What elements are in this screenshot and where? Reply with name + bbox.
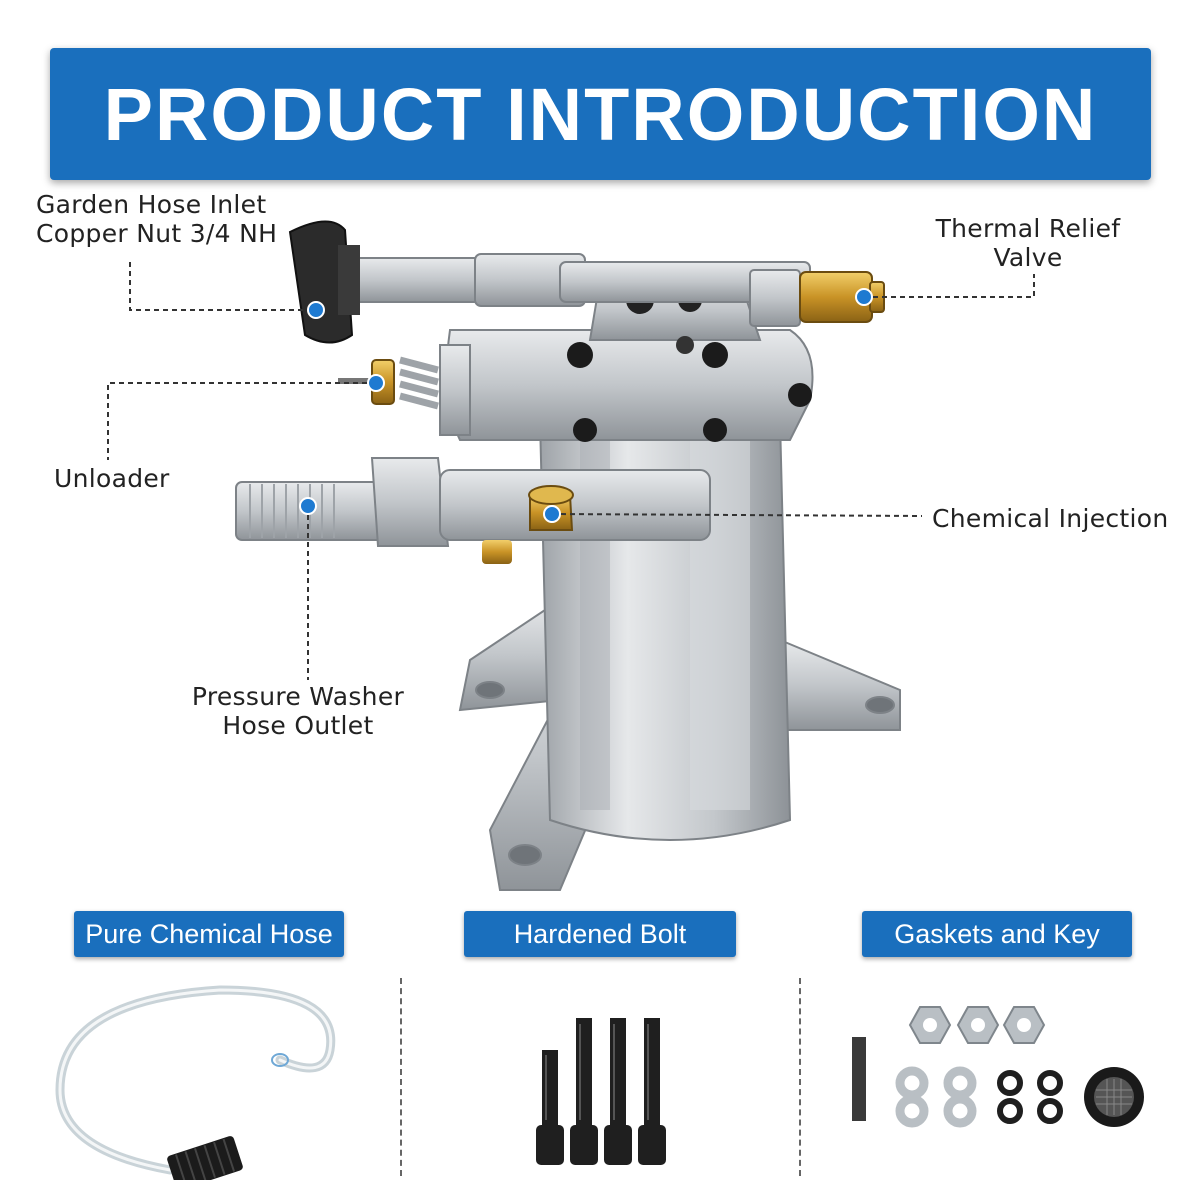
- marker-thermal-valve: [855, 288, 873, 306]
- callout-line: Hose Outlet: [222, 711, 374, 740]
- accessory-divider: [799, 978, 801, 1176]
- callout-chemical-injection: Chemical Injection: [932, 504, 1169, 533]
- callout-unloader: Unloader: [54, 464, 170, 493]
- gaskets-key-icon: [852, 1006, 1144, 1128]
- leader-thermal-valve: [864, 274, 1035, 298]
- callout-line: Valve: [993, 243, 1063, 272]
- callout-line: Pressure Washer: [191, 682, 405, 711]
- bolt-set-icon: [536, 1018, 666, 1165]
- callout-garden-hose-inlet: Garden Hose Inlet Copper Nut 3/4 NH: [36, 190, 277, 248]
- leader-chemical-injection: [551, 513, 923, 517]
- accessory-tag-chemical-hose: Pure Chemical Hose: [74, 911, 344, 957]
- callout-thermal-relief-valve: Thermal Relief Valve: [928, 214, 1128, 272]
- banner-title: PRODUCT INTRODUCTION: [103, 72, 1098, 156]
- accessory-tag-hardened-bolt: Hardened Bolt: [464, 911, 736, 957]
- marker-chemical-injection: [543, 505, 561, 523]
- leader-garden-hose: [129, 262, 316, 311]
- leader-unloader: [107, 382, 376, 460]
- outlet-pipe: [235, 457, 711, 564]
- marker-unloader: [367, 374, 385, 392]
- accessory-tag-gaskets-key: Gaskets and Key: [862, 911, 1132, 957]
- callout-line: Garden Hose Inlet: [36, 190, 267, 219]
- marker-garden-hose: [307, 301, 325, 319]
- accessory-divider: [400, 978, 402, 1176]
- header-banner: PRODUCT INTRODUCTION: [50, 48, 1151, 180]
- marker-outlet: [299, 497, 317, 515]
- inlet-knob: [288, 220, 360, 344]
- callout-line: Thermal Relief: [935, 214, 1121, 243]
- callout-line: Copper Nut 3/4 NH: [36, 219, 278, 248]
- chemical-injection-fitting: [528, 485, 574, 531]
- callout-pressure-washer-outlet: Pressure Washer Hose Outlet: [186, 682, 410, 740]
- chemical-hose-icon: [55, 985, 336, 1180]
